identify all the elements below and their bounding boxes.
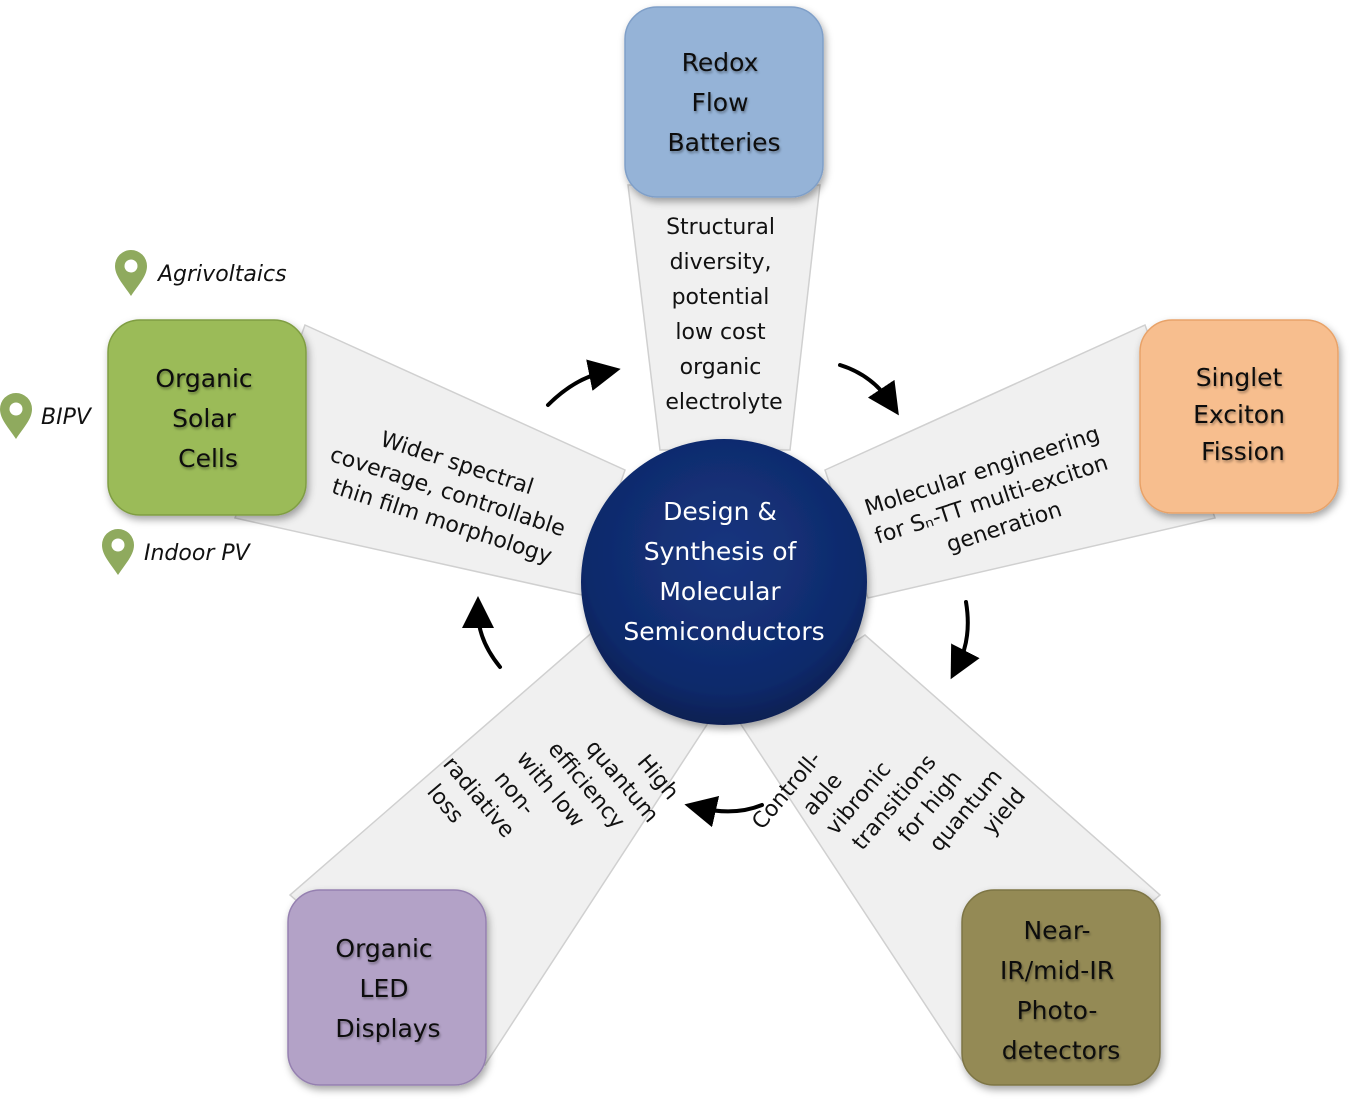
spoke-text-redox-flow-batteries: Structural diversity, potential low cost… bbox=[665, 215, 782, 415]
cycle-arrow-icon bbox=[684, 795, 764, 828]
cycle-arrow-icon bbox=[546, 359, 621, 407]
box-photodetectors: Near- IR/mid-IR Photo- detectors bbox=[961, 889, 1161, 1086]
svg-text:Organic Solar: Organic Solar Cells bbox=[155, 364, 260, 473]
solar-use-indoor-pv: Indoor PV bbox=[102, 529, 252, 575]
cycle-arrow-icon bbox=[462, 596, 502, 669]
map-pin-icon bbox=[115, 250, 147, 296]
svg-text:Organic LED Di: Organic LED Displays bbox=[335, 934, 440, 1043]
solar-use-bipv: BIPV bbox=[0, 393, 93, 439]
box-organic-solar-cells: Organic Solar Cells bbox=[107, 319, 307, 516]
hub-title: Design & Synthesis of Molecular Semicond… bbox=[623, 497, 824, 646]
hub-circle bbox=[581, 439, 867, 725]
cycle-arrow-icon bbox=[950, 600, 980, 680]
svg-text:Redox Flow Bat: Redox Flow Batteries bbox=[667, 48, 780, 157]
svg-text:Near- IR/mid-IR: Near- IR/mid-IR Photo- detectors bbox=[1000, 916, 1122, 1065]
solar-use-label: BIPV bbox=[41, 405, 93, 430]
solar-use-label: Indoor PV bbox=[144, 541, 252, 566]
map-pin-icon bbox=[0, 393, 32, 439]
box-singlet-exciton-fission: Singlet Exciton Fission bbox=[1139, 319, 1339, 514]
cycle-arrow-icon bbox=[838, 363, 899, 416]
hub-node: Design & Synthesis of Molecular Semicond… bbox=[581, 439, 867, 725]
svg-text:Singlet Exciton: Singlet Exciton Fission bbox=[1193, 363, 1293, 466]
box-redox-flow-batteries: Redox Flow Batteries bbox=[624, 6, 824, 198]
box-organic-led-displays: Organic LED Displays bbox=[287, 889, 487, 1086]
solar-use-agrivoltaics: Agrivoltaics bbox=[115, 250, 287, 296]
solar-use-label: Agrivoltaics bbox=[156, 262, 287, 287]
map-pin-icon bbox=[102, 529, 134, 575]
